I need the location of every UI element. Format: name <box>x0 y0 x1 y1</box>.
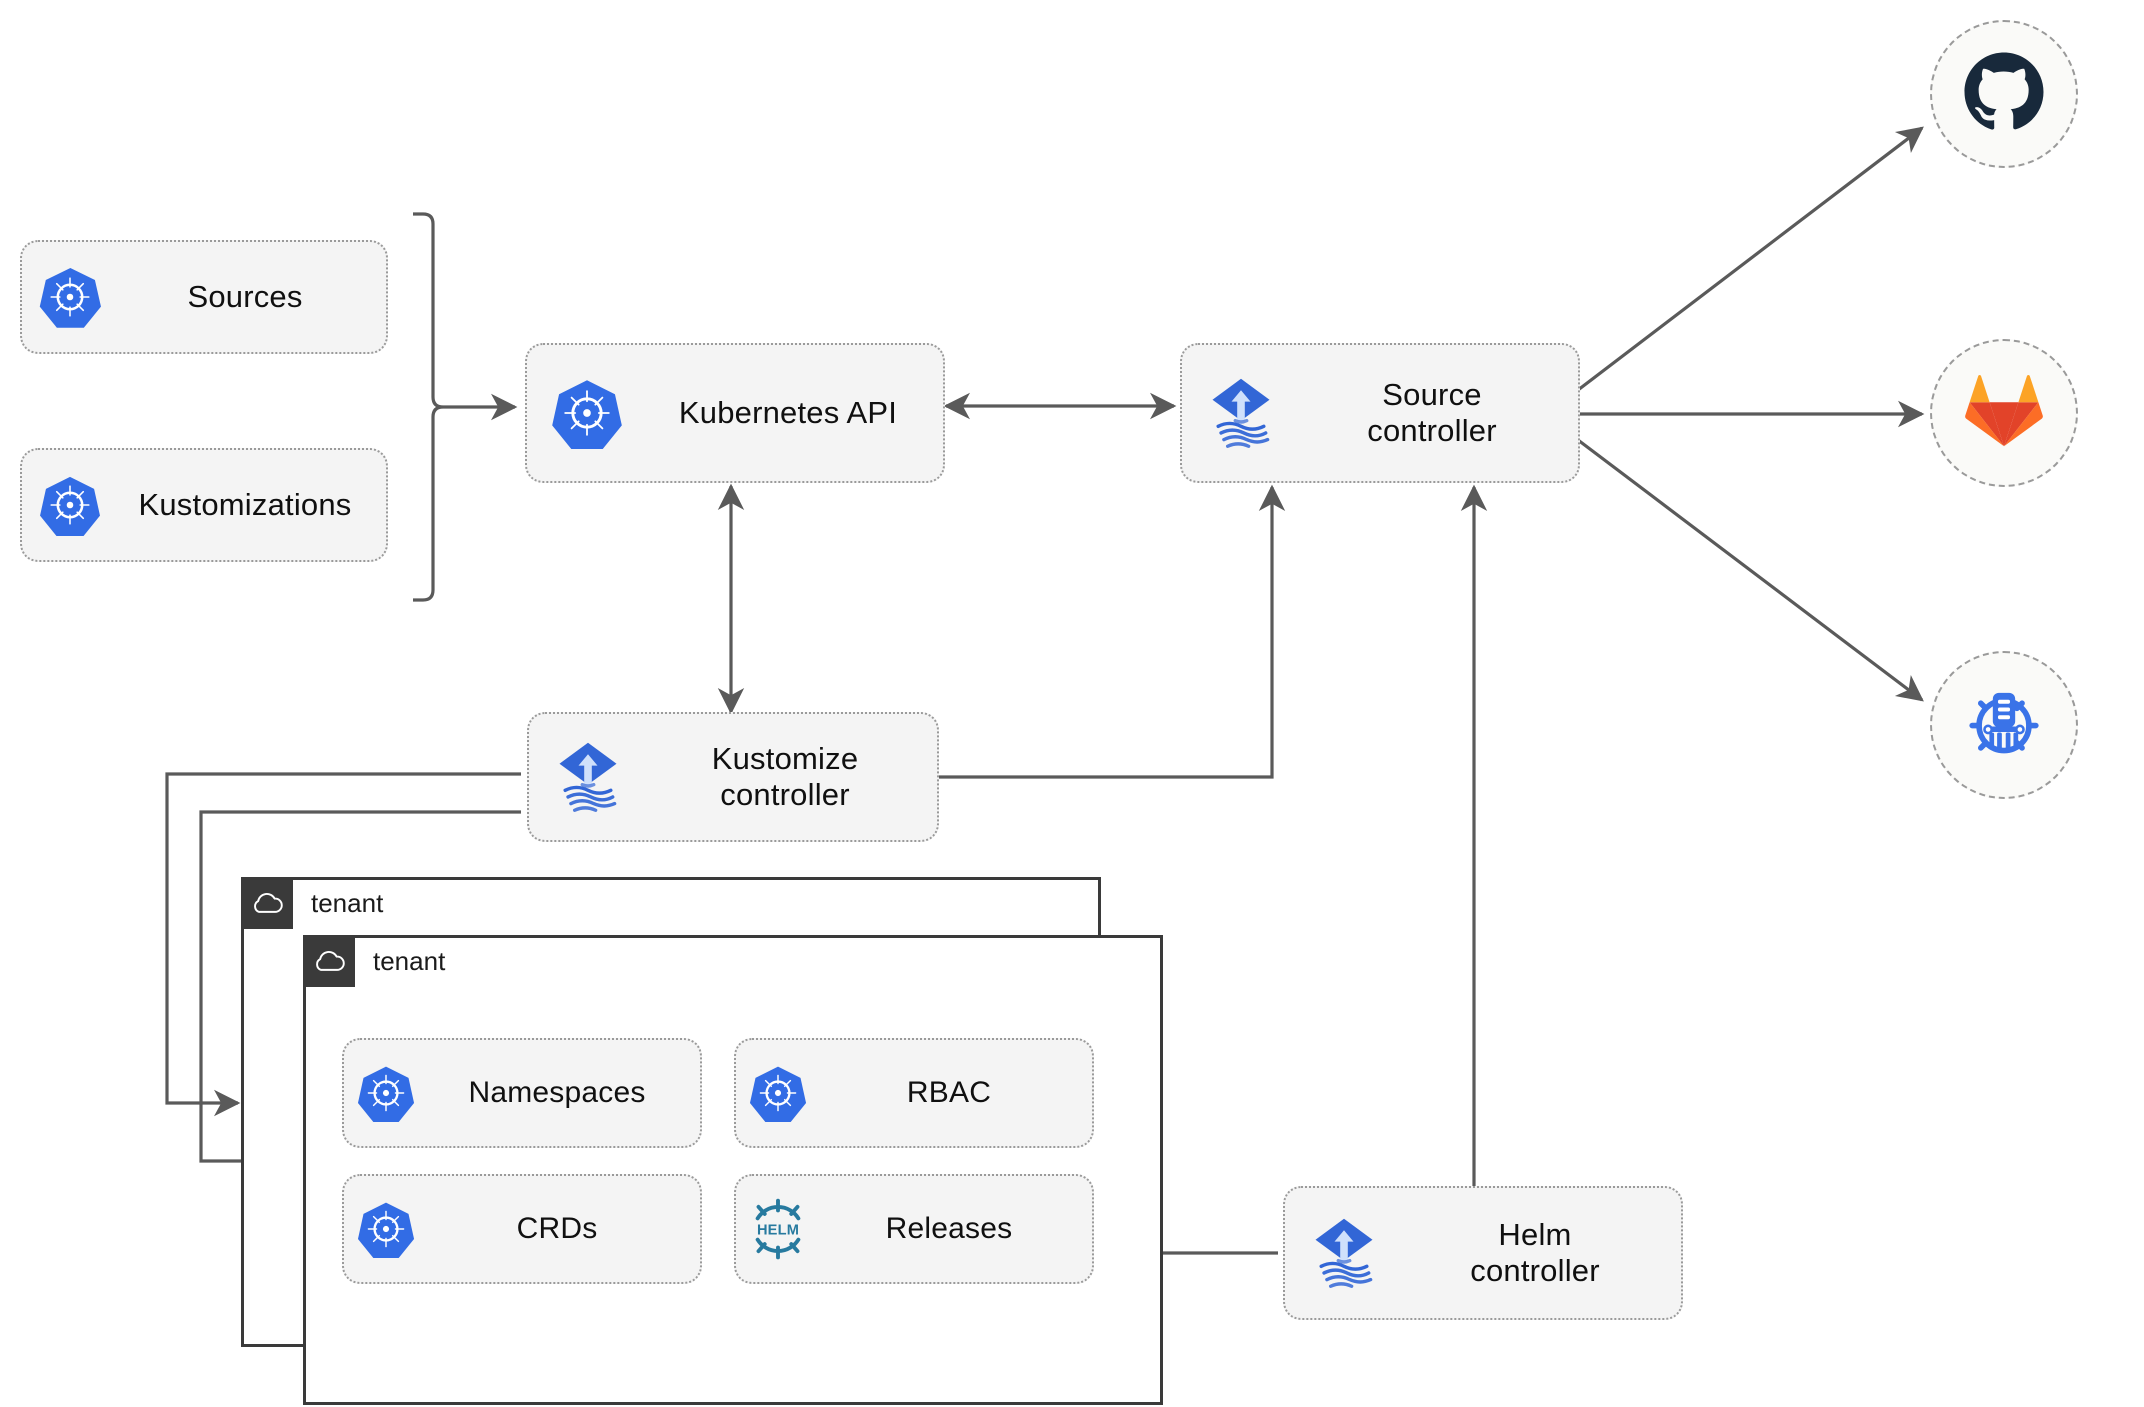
tenant-title-bar: tenant <box>241 877 383 929</box>
tenant-name: tenant <box>373 945 446 976</box>
kustomize-controller-label: Kustomize controller <box>647 741 937 813</box>
provider-github[interactable] <box>1930 20 2078 168</box>
tenant-items-grid: Namespaces <box>342 1038 1094 1284</box>
kubernetes-api-node[interactable]: Kubernetes API <box>525 343 945 483</box>
kubernetes-icon <box>527 377 647 449</box>
resource-label: Kustomizations <box>138 487 352 523</box>
helm-controller-line1: Helm <box>1498 1217 1572 1253</box>
svg-text:HELM: HELM <box>757 1222 799 1238</box>
tenant-title-bar: tenant <box>303 935 445 987</box>
resource-card-kustomizations[interactable]: Kustomizations <box>20 448 388 562</box>
source-controller-node[interactable]: Source controller <box>1180 343 1580 483</box>
kubernetes-icon <box>22 474 118 536</box>
tenant-item-namespaces[interactable]: Namespaces <box>342 1038 702 1148</box>
cloud-icon <box>241 877 293 929</box>
tenant-item-label: RBAC <box>906 1075 992 1109</box>
tenant-name: tenant <box>311 887 384 918</box>
tenant-item-releases[interactable]: HELM Releases <box>734 1174 1094 1284</box>
tenant-item-rbac[interactable]: RBAC <box>734 1038 1094 1148</box>
kubernetes-api-label: Kubernetes API <box>678 395 898 431</box>
provider-gitlab[interactable] <box>1930 339 2078 487</box>
provider-bucket-registry[interactable] <box>1930 651 2078 799</box>
kubernetes-icon <box>344 1064 428 1122</box>
helm-controller-line2: controller <box>1470 1253 1600 1288</box>
gitlab-icon <box>1964 372 2044 455</box>
flux-icon <box>1285 1213 1403 1293</box>
tenant-item-label: Namespaces <box>468 1075 646 1109</box>
bucket-registry-icon <box>1961 680 2047 771</box>
source-controller-label: Source controller <box>1300 377 1578 449</box>
helm-controller-label: Helm controller <box>1403 1217 1681 1289</box>
tenant-item-label: Releases <box>885 1211 1013 1245</box>
github-icon <box>1961 49 2047 140</box>
kubernetes-icon <box>736 1064 820 1122</box>
tenant-item-label: CRDs <box>516 1211 598 1245</box>
kustomize-controller-line2: controller <box>720 777 850 812</box>
cloud-icon <box>303 935 355 987</box>
kustomize-controller-node[interactable]: Kustomize controller <box>527 712 939 842</box>
kustomize-controller-line1: Kustomize <box>711 741 859 777</box>
resource-card-sources[interactable]: Sources <box>20 240 388 354</box>
helm-icon: HELM <box>736 1198 820 1260</box>
resource-label: Sources <box>187 279 303 315</box>
flux-icon <box>529 737 647 817</box>
tenant-item-crds[interactable]: CRDs <box>342 1174 702 1284</box>
kubernetes-icon <box>22 266 118 328</box>
kubernetes-icon <box>344 1200 428 1258</box>
source-controller-line1: Source <box>1382 377 1482 413</box>
tenant-container-front[interactable]: tenant <box>303 935 1163 1405</box>
helm-controller-node[interactable]: Helm controller <box>1283 1186 1683 1320</box>
source-controller-line2: controller <box>1367 413 1497 448</box>
flux-icon <box>1182 373 1300 453</box>
